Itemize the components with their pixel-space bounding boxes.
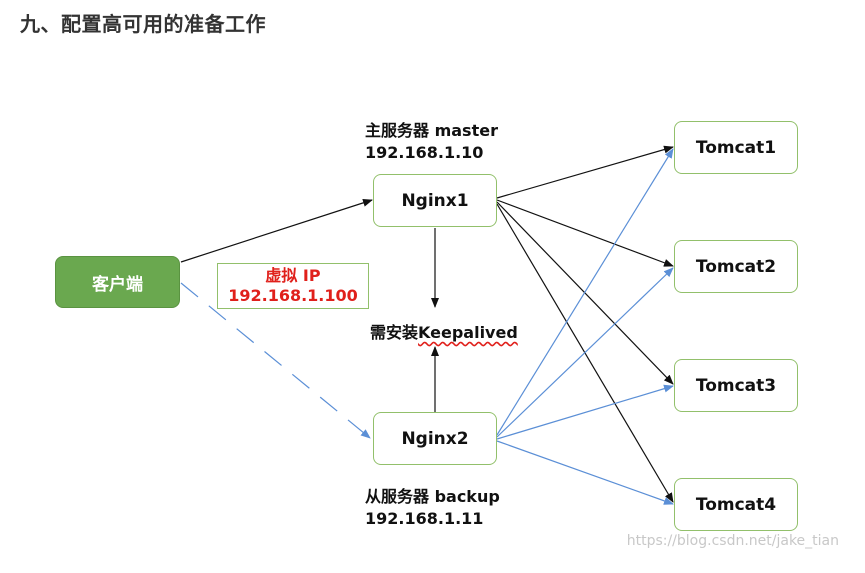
edge-nginx2-tomcat1 xyxy=(496,148,674,436)
tomcat1-node: Tomcat1 xyxy=(674,121,798,174)
virtual-ip-address: 192.168.1.100 xyxy=(228,286,358,305)
edge-nginx2-tomcat3 xyxy=(496,384,674,440)
edge-client-nginx1 xyxy=(180,198,373,263)
keepalived-name: Keepalived xyxy=(418,323,518,342)
watermark: https://blog.csdn.net/jake_tian xyxy=(626,533,839,549)
tomcat3-node: Tomcat3 xyxy=(674,359,798,412)
virtual-ip-box: 虚拟 IP 192.168.1.100 xyxy=(217,263,369,309)
nginx2-node: Nginx2 xyxy=(373,412,497,465)
virtual-ip-label: 虚拟 IP xyxy=(265,266,321,285)
client-node: 客户端 xyxy=(55,256,180,308)
edge-client-nginx2 xyxy=(180,282,371,439)
master-ip: 192.168.1.10 xyxy=(365,143,484,162)
keepalived-note: 需安装Keepalived xyxy=(370,319,518,343)
edge-nginx2-tomcat4 xyxy=(496,440,674,505)
tomcat2-node: Tomcat2 xyxy=(674,240,798,293)
backup-label: 从服务器 backup 192.168.1.11 xyxy=(365,486,500,530)
page-title: 九、配置高可用的准备工作 xyxy=(20,12,266,36)
backup-ip: 192.168.1.11 xyxy=(365,509,484,528)
master-title: 主服务器 master xyxy=(365,121,498,140)
edge-nginx2-tomcat2 xyxy=(496,267,674,438)
nginx1-node: Nginx1 xyxy=(373,174,497,227)
keepalived-prefix: 需安装 xyxy=(370,323,419,342)
edge-nginx1-tomcat2 xyxy=(496,199,674,267)
edge-nginx1-tomcat1 xyxy=(496,145,674,199)
tomcat4-node: Tomcat4 xyxy=(674,478,798,531)
backup-title: 从服务器 backup xyxy=(365,487,500,506)
master-label: 主服务器 master 192.168.1.10 xyxy=(365,120,498,164)
